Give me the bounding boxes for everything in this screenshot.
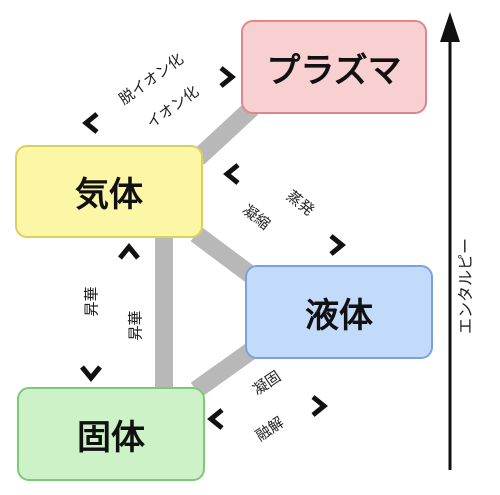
arrow-up-icon bbox=[440, 12, 460, 42]
chevron-left-icon bbox=[223, 163, 240, 185]
connector-gas-liquid bbox=[190, 226, 261, 286]
connector-solid-liquid bbox=[190, 340, 261, 398]
state-liquid: 液体 bbox=[245, 265, 433, 359]
connector-gas-plasma bbox=[191, 101, 259, 165]
enthalpy-axis-label: エンタルピー bbox=[456, 237, 476, 335]
chevron-up-icon bbox=[118, 243, 140, 260]
state-plasma: プラズマ bbox=[241, 20, 427, 114]
chevron-right-icon bbox=[311, 395, 328, 417]
state-gas-label: 気体 bbox=[75, 175, 143, 215]
state-solid-label: 固体 bbox=[77, 417, 145, 458]
chevron-left-icon bbox=[82, 112, 99, 134]
state-plasma-label: プラズマ bbox=[266, 50, 402, 91]
state-solid: 固体 bbox=[17, 387, 205, 481]
chevron-right-icon bbox=[329, 234, 346, 256]
chevron-left-icon bbox=[207, 408, 224, 430]
chevron-down-icon bbox=[80, 365, 102, 382]
label-sublimation-down: 昇華 bbox=[126, 310, 145, 341]
chevron-right-icon bbox=[219, 66, 236, 88]
state-liquid-label: 液体 bbox=[305, 295, 373, 336]
label-sublimation-up: 昇華 bbox=[82, 286, 101, 317]
state-gas: 気体 bbox=[15, 145, 203, 238]
